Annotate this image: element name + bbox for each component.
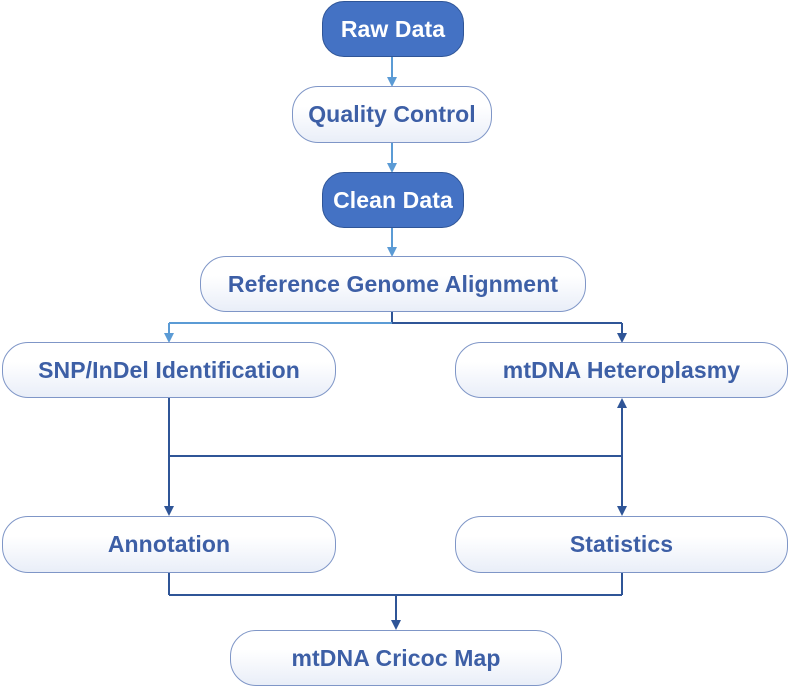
quality-control-label: Quality Control <box>308 101 476 127</box>
statistics-label: Statistics <box>569 531 674 557</box>
clean-data-label: Clean Data <box>333 186 453 213</box>
circos-map-label: mtDNA Cricoc Map <box>291 644 501 671</box>
raw-data-node: Raw Data <box>322 1 464 57</box>
annotation-label: Annotation <box>107 531 231 557</box>
clean-data-node: Clean Data <box>322 172 464 228</box>
reference-alignment-node: Reference Genome Alignment <box>200 256 586 312</box>
statistics-node: Statistics <box>455 516 788 573</box>
snp-indel-label: SNP/InDel Identification <box>38 356 300 383</box>
annotation-node: Annotation <box>2 516 336 573</box>
heteroplasmy-label: mtDNA Heteroplasmy <box>502 356 741 383</box>
reference-alignment-label: Reference Genome Alignment <box>227 270 559 297</box>
heteroplasmy-node: mtDNA Heteroplasmy <box>455 342 788 398</box>
snp-indel-node: SNP/InDel Identification <box>2 342 336 398</box>
quality-control-node: Quality Control <box>292 86 492 143</box>
circos-map-node: mtDNA Cricoc Map <box>230 630 562 686</box>
raw-data-label: Raw Data <box>340 15 446 42</box>
